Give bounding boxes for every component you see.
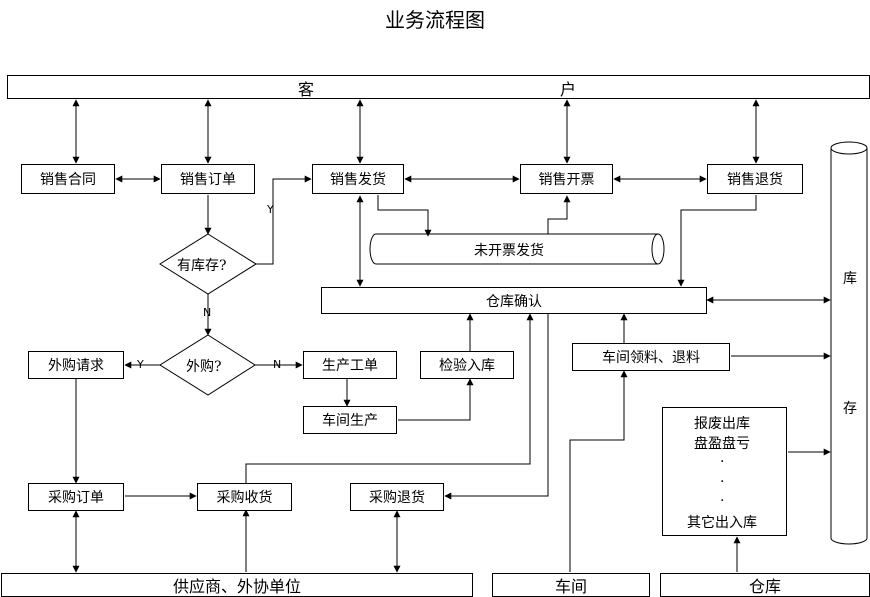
decision-outsource [159,334,256,396]
customer-label-2: 户 [560,80,577,99]
yes-label-stock: Y [267,203,274,216]
workshop-bar: 车间 [492,573,650,597]
dot-2: · [720,474,725,490]
warehouse-bar: 仓库 [660,573,870,597]
production-order-box: 生产工单 [303,351,397,379]
purchase-request-box: 外购请求 [28,351,124,379]
workshop-issue-box: 车间领料、退料 [572,343,730,371]
inspection-in-box: 检验入库 [420,351,514,379]
inventory-label-2: 存 [843,401,857,417]
dot-3: · [720,493,725,509]
supplier-bar: 供应商、外协单位 [1,573,473,597]
customer-bar [7,75,870,99]
warehouse-confirm-box: 仓库确认 [321,287,707,314]
uninvoiced-label: 未开票发货 [474,243,544,259]
diagram-title: 业务流程图 [385,8,485,32]
stock-diff-label: 盘盈盘亏 [694,436,750,452]
sales-shipment-box: 销售发货 [312,164,404,194]
yes-label-outsource: Y [137,358,144,371]
purchase-return-box: 采购退货 [350,483,444,511]
in-stock-label: 有库存? [177,258,227,274]
dot-1: · [720,454,725,470]
workshop-production-box: 车间生产 [303,406,397,434]
misc-inout-box [662,407,787,536]
other-inout-label: 其它出入库 [687,515,757,531]
no-label-stock: N [203,306,212,319]
purchase-receipt-box: 采购收货 [197,483,292,511]
scrap-out-label: 报废出库 [694,416,750,432]
outsource-label: 外购? [186,359,222,375]
sales-return-box: 销售退货 [707,164,803,194]
sales-contract-box: 销售合同 [21,164,115,194]
sales-order-box: 销售订单 [161,164,255,194]
no-label-outsource: N [273,358,282,371]
decision-in-stock [159,233,257,295]
sales-invoice-box: 销售开票 [520,164,613,194]
customer-label-1: 客 [298,80,315,99]
inventory-cylinder [830,141,868,545]
purchase-order-box: 采购订单 [28,483,124,511]
inventory-label-1: 库 [843,271,857,287]
